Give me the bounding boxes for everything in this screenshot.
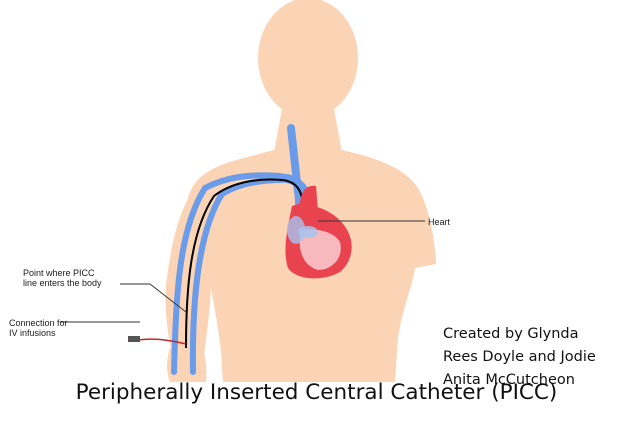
- connection-label: Connection for IV infusions: [9, 318, 68, 338]
- figure-caption: Peripherally Inserted Central Catheter (…: [0, 380, 633, 405]
- neck: [274, 104, 342, 152]
- heart-label: Heart: [428, 217, 450, 227]
- right-atrium: [287, 216, 305, 244]
- entry-point-label: Point where PICC line enters the body: [23, 268, 102, 288]
- head: [258, 0, 358, 118]
- iv-hub: [128, 336, 140, 342]
